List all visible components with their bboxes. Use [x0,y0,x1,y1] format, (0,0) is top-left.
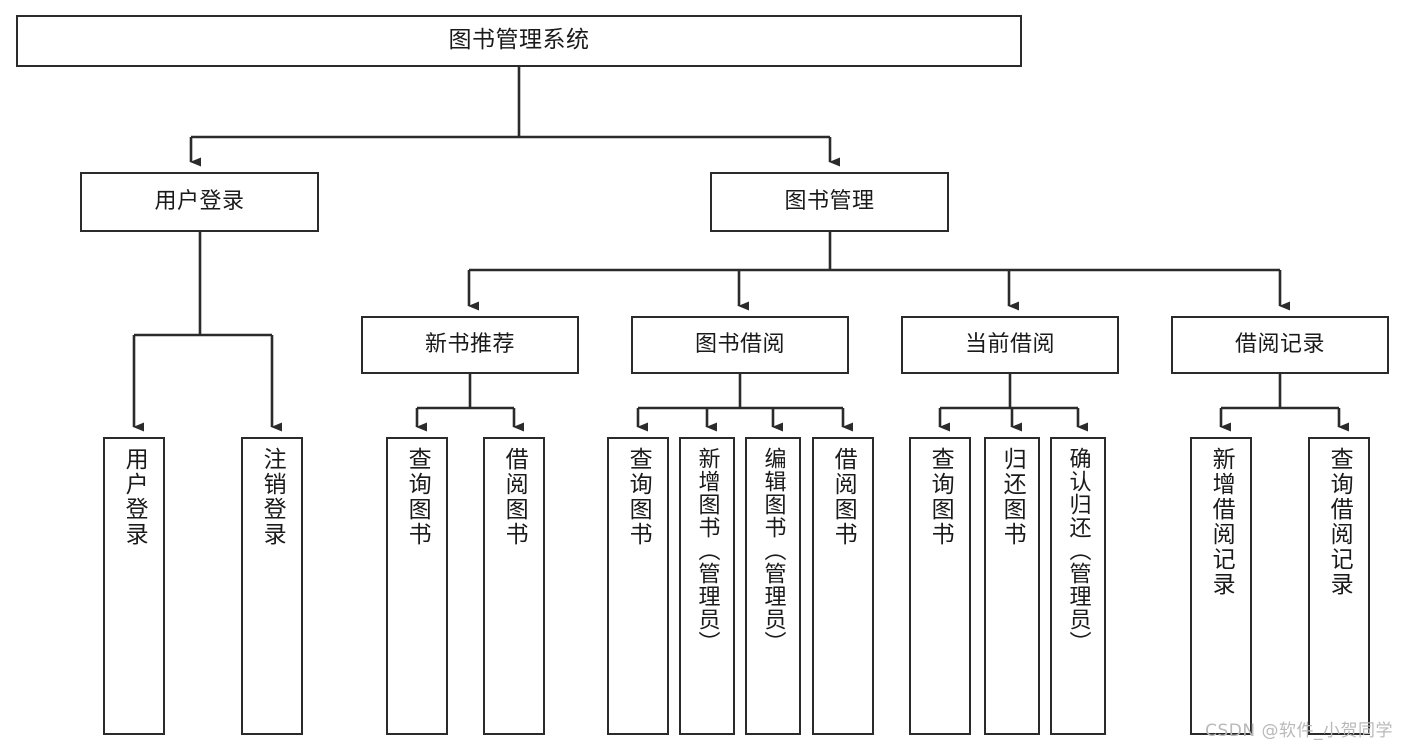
node-leaf-borrow-book-1[interactable]: 借阅图书 [483,437,545,735]
node-leaf-edit-book-label: 编辑图书（管理员） [760,447,786,654]
node-book-manage[interactable]: 图书管理 [710,172,949,232]
node-leaf-edit-book[interactable]: 编辑图书（管理员） [745,437,801,735]
node-borrow-record-label: 借阅记录 [1234,332,1325,358]
node-user-login-label: 用户登录 [154,189,245,215]
node-borrow-record[interactable]: 借阅记录 [1171,316,1389,374]
node-new-book-rec-label: 新书推荐 [424,332,515,358]
node-leaf-query-record[interactable]: 查询借阅记录 [1308,437,1370,735]
node-root-label: 图书管理系统 [448,27,590,54]
node-leaf-borrow-book-2-label: 借阅图书 [830,447,857,547]
node-book-manage-label: 图书管理 [784,189,875,215]
node-leaf-query-book-1[interactable]: 查询图书 [386,437,448,735]
node-new-book-rec[interactable]: 新书推荐 [361,316,579,374]
node-leaf-query-record-label: 查询借阅记录 [1326,447,1353,597]
csdn-watermark: CSDN @软件_小贺同学 [1205,721,1393,741]
node-leaf-confirm-return[interactable]: 确认归还（管理员） [1050,437,1106,735]
node-leaf-add-book-label: 新增图书（管理员） [694,447,720,654]
node-leaf-borrow-book-2[interactable]: 借阅图书 [812,437,874,735]
node-book-borrow[interactable]: 图书借阅 [631,316,849,374]
node-leaf-logout-label: 注销登录 [259,447,286,547]
node-leaf-add-book[interactable]: 新增图书（管理员） [679,437,735,735]
node-leaf-confirm-return-label: 确认归还（管理员） [1065,447,1091,654]
node-leaf-query-book-2-label: 查询图书 [625,447,652,547]
node-leaf-logout[interactable]: 注销登录 [241,437,303,735]
node-current-borrow[interactable]: 当前借阅 [901,316,1119,374]
node-leaf-user-login[interactable]: 用户登录 [103,437,165,735]
node-leaf-query-book-3-label: 查询图书 [927,447,954,547]
node-leaf-user-login-label: 用户登录 [121,447,148,547]
node-root[interactable]: 图书管理系统 [16,15,1022,67]
node-leaf-return-book-label: 归还图书 [999,447,1026,547]
node-leaf-return-book[interactable]: 归还图书 [984,437,1040,735]
node-leaf-query-book-1-label: 查询图书 [404,447,431,547]
node-user-login[interactable]: 用户登录 [80,172,319,232]
node-leaf-add-record-label: 新增借阅记录 [1208,447,1235,597]
node-leaf-query-book-2[interactable]: 查询图书 [607,437,669,735]
node-leaf-borrow-book-1-label: 借阅图书 [501,447,528,547]
node-leaf-query-book-3[interactable]: 查询图书 [909,437,971,735]
node-leaf-add-record[interactable]: 新增借阅记录 [1190,437,1252,735]
node-book-borrow-label: 图书借阅 [694,332,785,358]
node-current-borrow-label: 当前借阅 [964,332,1055,358]
